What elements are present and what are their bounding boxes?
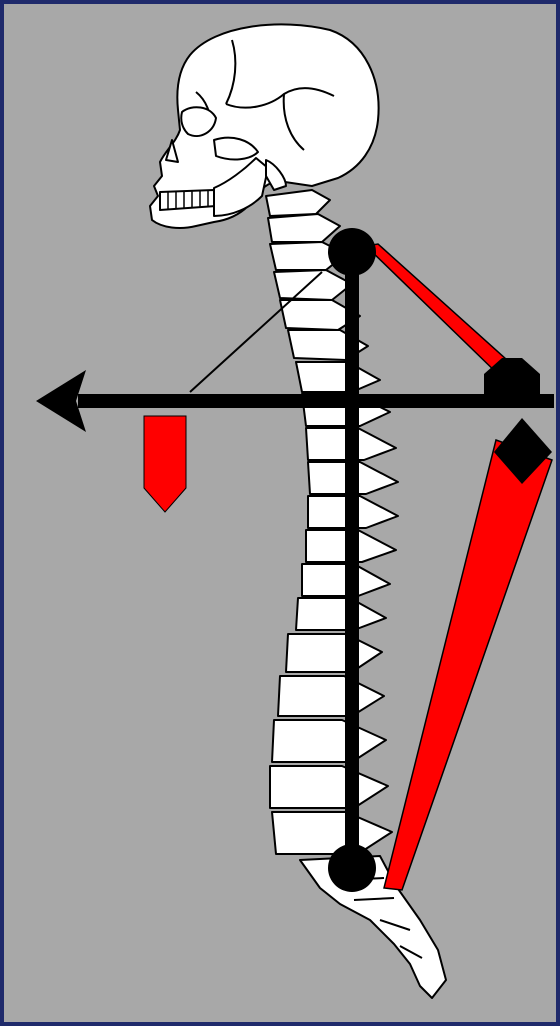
pivot-joint-icon (328, 228, 376, 276)
vertical-lever-bar (345, 250, 359, 870)
pivot-joint-icon (328, 844, 376, 892)
horizontal-lever-bar (78, 394, 554, 408)
